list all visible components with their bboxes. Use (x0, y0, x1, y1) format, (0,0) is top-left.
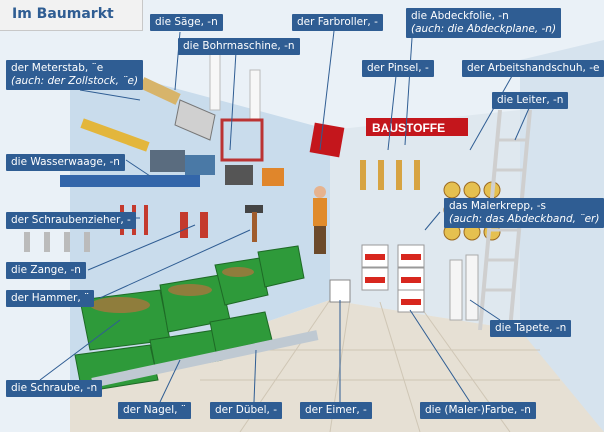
label-malerkrepp: das Malerkrepp, -s (auch: das Abdeckband… (444, 198, 604, 228)
label-zange: die Zange, -n (6, 262, 86, 279)
label-schraube-text: die Schraube, -n (11, 382, 98, 394)
label-tapete: die Tapete, -n (490, 320, 572, 337)
label-pinsel-text: der Pinsel, - (367, 62, 429, 74)
baustoffe-sign (366, 118, 468, 136)
label-bohrmaschine-text: die Bohrmaschine, -n (183, 40, 295, 52)
customer-figure (313, 186, 327, 254)
label-pinsel: der Pinsel, - (362, 60, 434, 77)
label-farbroller-text: der Farbroller, - (297, 16, 378, 28)
baustoffe-sign-text: BAUSTOFFE (372, 121, 445, 135)
label-meterstab-line2: (auch: der Zollstock, ¨e) (11, 75, 139, 87)
label-schraube: die Schraube, -n (6, 380, 103, 397)
label-schraubenzieher-text: der Schraubenzieher, - (11, 214, 131, 226)
label-leiter-text: die Leiter, -n (497, 94, 564, 106)
label-duebel: der Dübel, - (210, 402, 283, 419)
label-duebel-text: der Dübel, - (215, 404, 278, 416)
saw-drawing (174, 99, 216, 141)
label-bohrmaschine: die Bohrmaschine, -n (178, 38, 300, 55)
label-eimer: der Eimer, - (300, 402, 372, 419)
floor (70, 300, 604, 432)
label-abdeckfolie-line2: (auch: die Abdeckplane, -n) (411, 23, 557, 35)
meterstab-drawing (139, 77, 181, 105)
label-malerkrepp-line2: (auch: das Abdeckband, ¨er) (449, 213, 600, 225)
drill-drawing (150, 150, 185, 172)
label-meterstab-line1: der Meterstab, ¨e (11, 62, 104, 74)
label-arbeitshandschuh: der Arbeitshandschuh, -e (462, 60, 604, 77)
label-nagel-text: der Nagel, ¨ (123, 404, 187, 416)
label-wasserwaage-text: die Wasserwaage, -n (11, 156, 120, 168)
label-saege: die Säge, -n (150, 14, 223, 31)
label-farbroller: der Farbroller, - (292, 14, 383, 31)
page-title: Im Baumarkt (12, 6, 114, 22)
eimer-drawing (329, 279, 351, 303)
label-arbeitshandschuh-text: der Arbeitshandschuh, -e (467, 62, 600, 74)
tools-on-wall (24, 77, 284, 252)
wasserwaage-drawing (60, 175, 200, 187)
label-saege-text: die Säge, -n (155, 16, 218, 28)
title-box: Im Baumarkt (0, 0, 143, 31)
label-eimer-text: der Eimer, - (305, 404, 367, 416)
label-wasserwaage: die Wasserwaage, -n (6, 154, 125, 171)
label-leiter: die Leiter, -n (492, 92, 569, 109)
label-nagel: der Nagel, ¨ (118, 402, 192, 419)
label-farbe-text: die (Maler-)Farbe, -n (425, 404, 531, 416)
label-meterstab: der Meterstab, ¨e (auch: der Zollstock, … (6, 60, 144, 90)
label-abdeckfolie-line1: die Abdeckfolie, -n (411, 10, 509, 22)
label-malerkrepp-line1: das Malerkrepp, -s (449, 200, 546, 212)
label-zange-text: die Zange, -n (11, 264, 81, 276)
label-tapete-text: die Tapete, -n (495, 322, 567, 334)
label-farbe: die (Maler-)Farbe, -n (420, 402, 536, 419)
label-hammer: der Hammer, ¨ (6, 290, 95, 307)
label-hammer-text: der Hammer, ¨ (11, 292, 90, 304)
label-schraubenzieher: der Schraubenzieher, - (6, 212, 136, 229)
label-abdeckfolie: die Abdeckfolie, -n (auch: die Abdeckpla… (406, 8, 562, 38)
